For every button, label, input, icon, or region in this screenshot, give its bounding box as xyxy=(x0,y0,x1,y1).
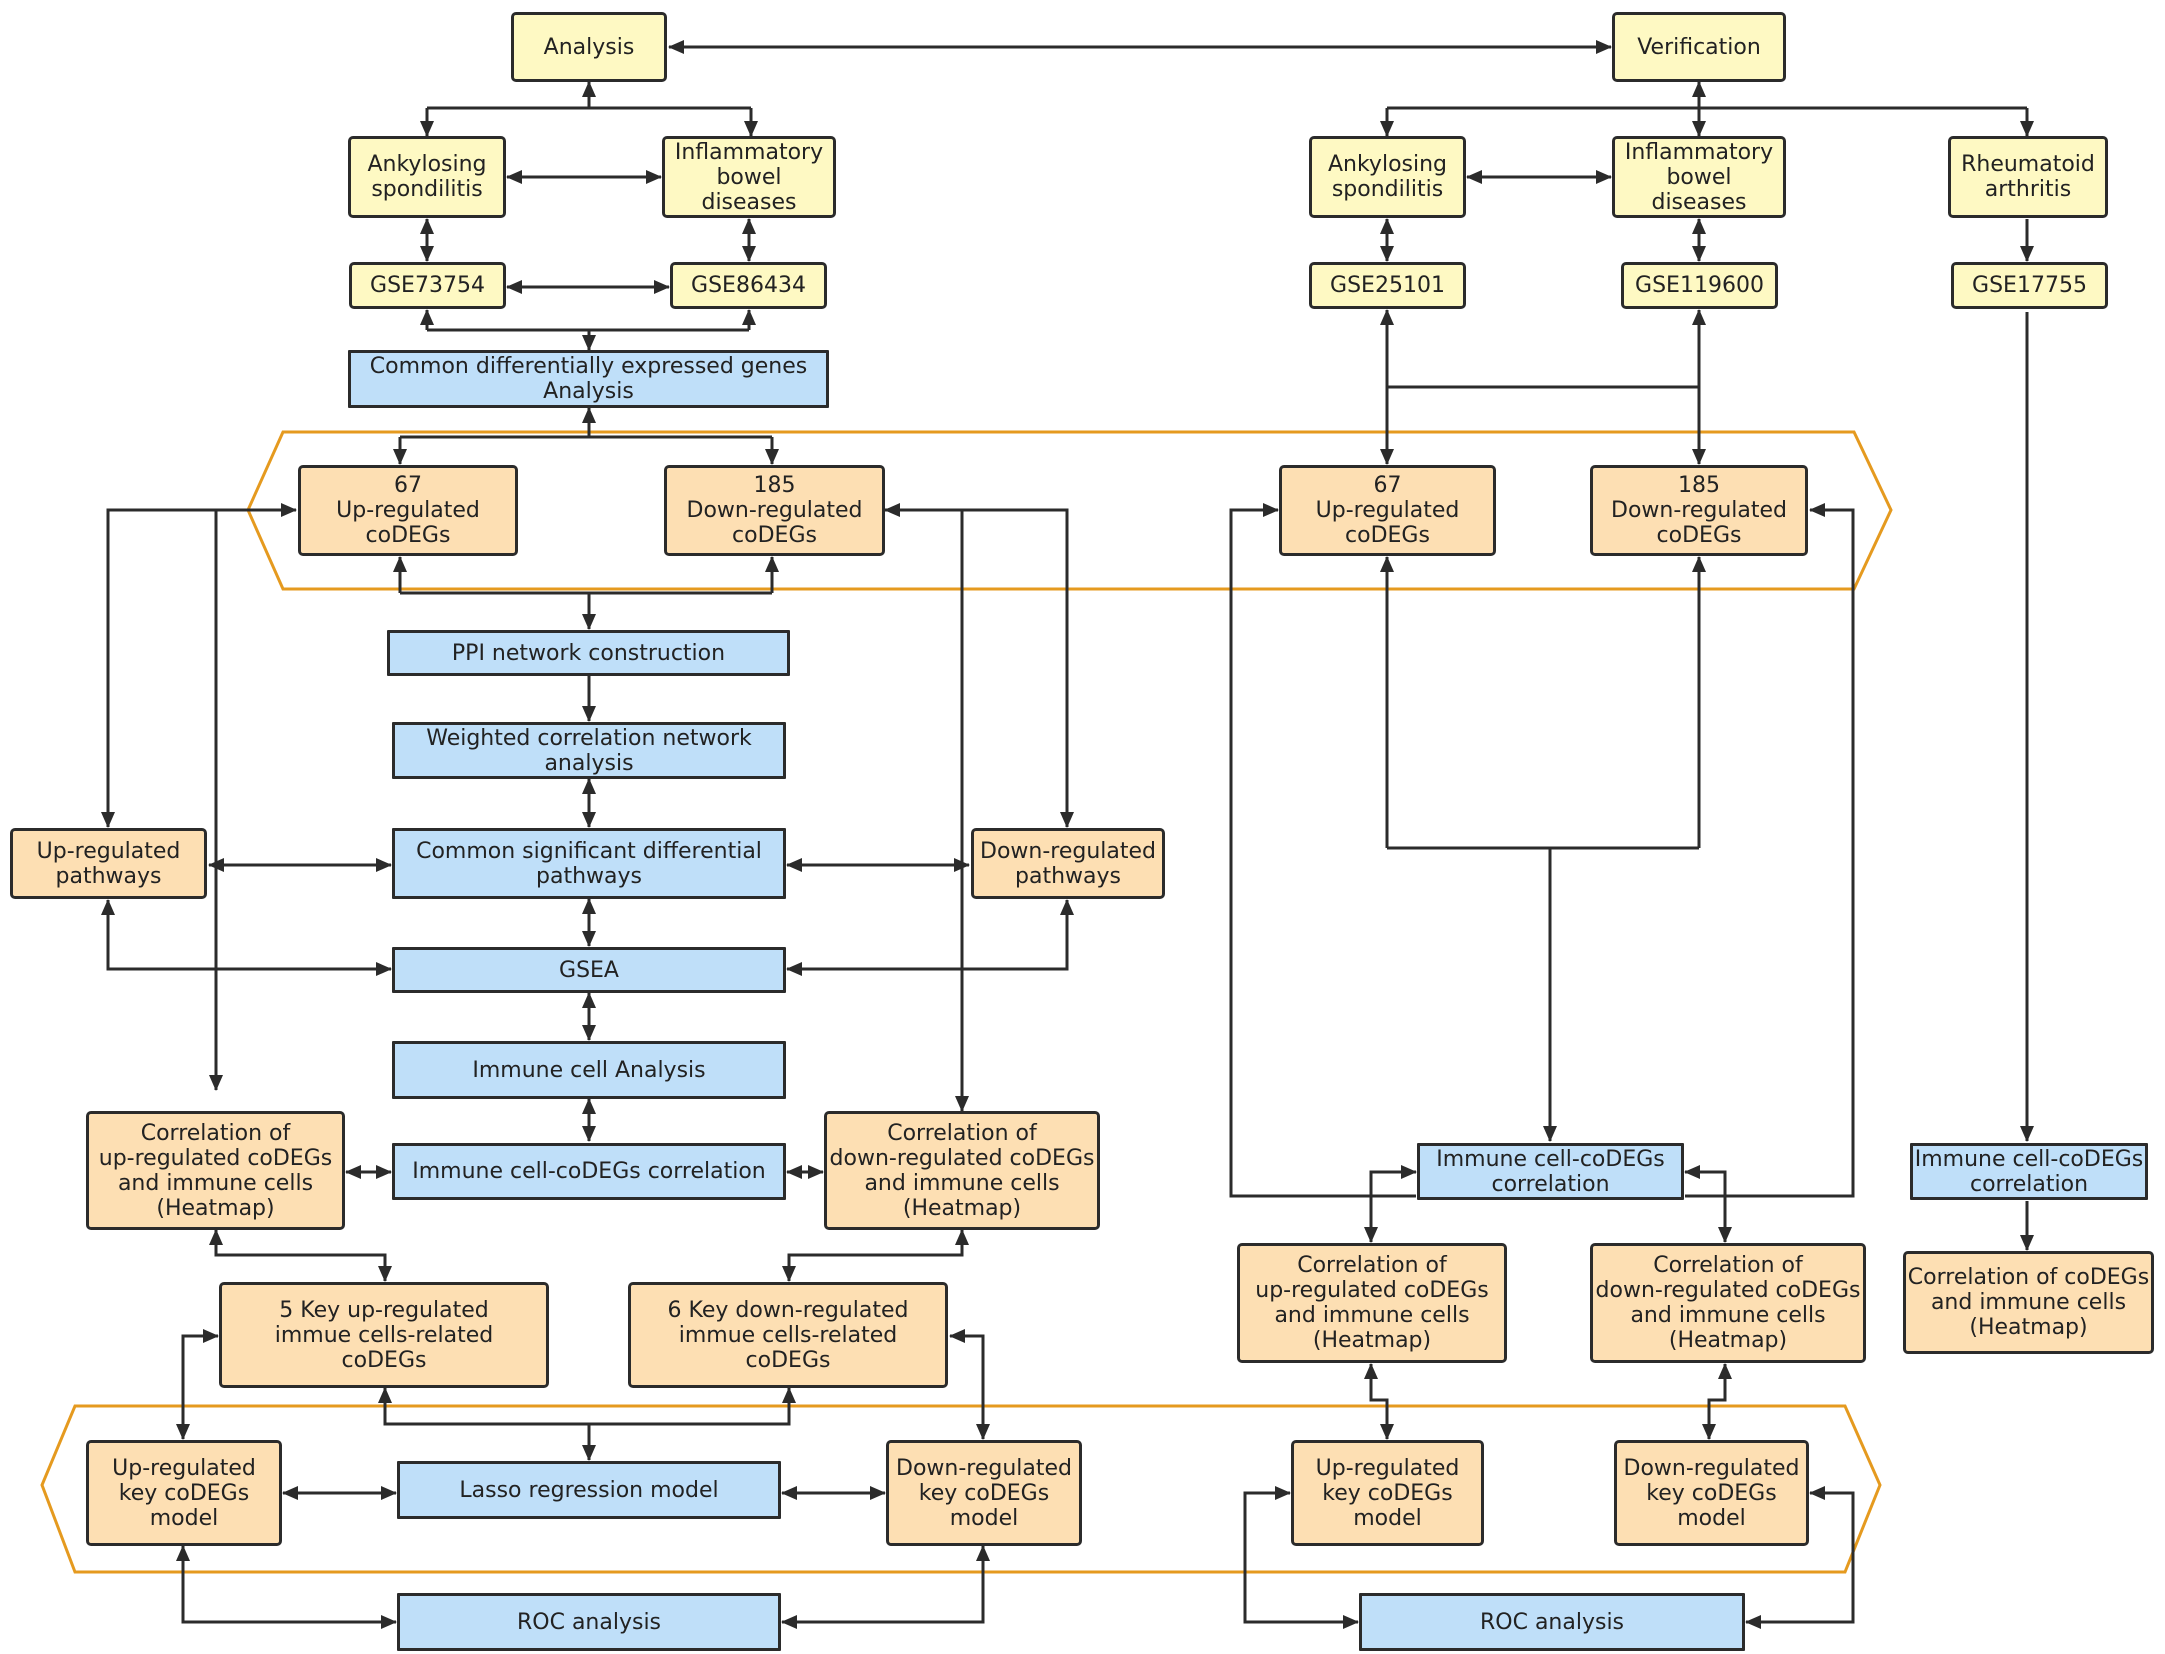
as-box: Ankylosing spondilitis xyxy=(348,136,506,218)
r-corr-up-box: Correlation of up-regulated coDEGs and i… xyxy=(1237,1243,1507,1363)
lasso-box: Lasso regression model xyxy=(397,1461,781,1519)
arrow-corrdown-keydown xyxy=(782,1229,969,1282)
r-up67-box: 67 Up-regulated coDEGs xyxy=(1279,465,1496,556)
r-down185-box: 185 Down-regulated coDEGs xyxy=(1590,465,1808,556)
models-group-outline xyxy=(40,1404,1882,1574)
r-immune-corr-box: Immune cell-coDEGs correlation xyxy=(1417,1143,1684,1200)
arrow-r-modelup-roc xyxy=(1243,1486,1359,1629)
up-pathways-box: Up-regulated pathways xyxy=(10,828,207,899)
arrow-uppath-gsea xyxy=(101,899,392,976)
model-down-box: Down-regulated key coDEGs model xyxy=(886,1440,1082,1546)
ibd-box: Inflammatory bowel diseases xyxy=(662,136,836,218)
arrow-corrup-keyup xyxy=(209,1229,392,1282)
corr-down-box: Correlation of down-regulated coDEGs and… xyxy=(824,1111,1100,1230)
arrow-gsea-downpath xyxy=(786,899,1074,976)
r-roc-box: ROC analysis xyxy=(1359,1593,1745,1651)
gse119600-box: GSE119600 xyxy=(1621,262,1778,309)
key-down-box: 6 Key down-regulated immue cells-related… xyxy=(628,1282,948,1388)
arrow-keyup-modelup xyxy=(176,1329,219,1440)
line-keys-lasso xyxy=(378,1387,796,1426)
r-as-box: Ankylosing spondilitis xyxy=(1309,136,1466,218)
corr-up-box: Correlation of up-regulated coDEGs and i… xyxy=(86,1111,345,1230)
r-model-up-box: Up-regulated key coDEGs model xyxy=(1291,1440,1484,1546)
r-corr-down-box: Correlation of down-regulated coDEGs and… xyxy=(1590,1243,1866,1363)
wgcna-box: Weighted correlation network analysis xyxy=(392,722,786,779)
key-up-box: 5 Key up-regulated immue cells-related c… xyxy=(219,1282,549,1388)
arrow-modeldown-roc xyxy=(781,1545,990,1629)
arrow-r-modeldown-roc xyxy=(1745,1486,1855,1629)
verification-box: Verification xyxy=(1612,12,1786,82)
gse73754-box: GSE73754 xyxy=(349,262,506,309)
r-ibd-box: Inflammatory bowel diseases xyxy=(1612,136,1786,218)
pathways-box: Common significant differential pathways xyxy=(392,828,786,899)
immune-analysis-box: Immune cell Analysis xyxy=(392,1041,786,1099)
gse25101-box: GSE25101 xyxy=(1309,262,1466,309)
gsea-box: GSEA xyxy=(392,947,786,993)
analysis-box: Analysis xyxy=(511,12,667,82)
r-ra-box: Rheumatoid arthritis xyxy=(1948,136,2108,218)
model-up-box: Up-regulated key coDEGs model xyxy=(86,1440,282,1546)
immune-corr-box: Immune cell-coDEGs correlation xyxy=(392,1143,786,1200)
arrow-r-corrup-modelup xyxy=(1364,1363,1394,1440)
roc-box: ROC analysis xyxy=(397,1593,781,1651)
down-pathways-box: Down-regulated pathways xyxy=(971,828,1165,899)
arrow-r-immunecorr-down185 xyxy=(1685,503,1855,1198)
arrow-r-corrdown-modeldown xyxy=(1702,1363,1732,1440)
r-model-down-box: Down-regulated key coDEGs model xyxy=(1614,1440,1809,1546)
gse86434-box: GSE86434 xyxy=(670,262,827,309)
arrow-modelup-roc xyxy=(176,1545,397,1629)
down185-box: 185 Down-regulated coDEGs xyxy=(664,465,885,556)
arrow-keydown-modeldown xyxy=(949,1329,990,1440)
arrow-r-immunecorr-corrdown xyxy=(1684,1165,1732,1243)
up67-box: 67 Up-regulated coDEGs xyxy=(298,465,518,556)
arrow-r-immunecorr-up67 xyxy=(1229,503,1416,1198)
ra-immune-corr-box: Immune cell-coDEGs correlation xyxy=(1910,1143,2148,1200)
arrow-up67-uppath xyxy=(101,503,297,828)
arrow-down185-downpath xyxy=(884,503,1074,828)
common-degs-box: Common differentially expressed genes An… xyxy=(348,350,829,408)
ppi-box: PPI network construction xyxy=(387,630,790,676)
arrow-r-immunecorr-corrup xyxy=(1364,1165,1417,1243)
gse17755-box: GSE17755 xyxy=(1951,262,2108,309)
ra-corr-box: Correlation of coDEGs and immune cells (… xyxy=(1903,1251,2154,1354)
